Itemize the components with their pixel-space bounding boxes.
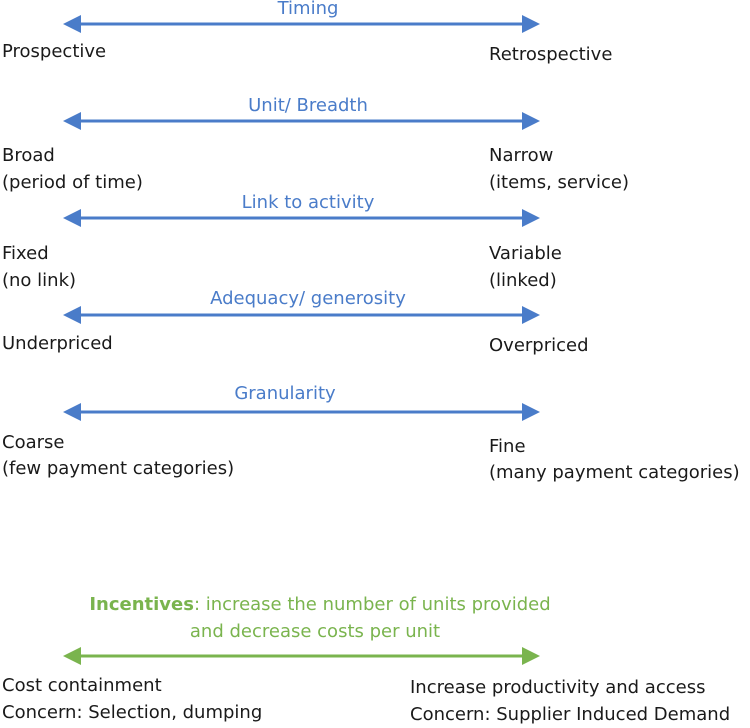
unit-breadth-right-line2: (items, service): [489, 172, 630, 193]
granularity-left-line2: (few payment categories): [2, 458, 235, 479]
link-to-activity-left-line1: Fixed: [2, 243, 49, 264]
link-to-activity-right-line2: (linked): [489, 270, 557, 291]
incentives-left-line1: Cost containment: [2, 675, 162, 696]
incentives-line2: and decrease costs per unit: [189, 621, 441, 642]
granularity-right-line1: Fine: [489, 436, 526, 457]
link-to-activity-title: Link to activity: [241, 192, 375, 213]
unit-breadth-right-line1: Narrow: [489, 145, 554, 166]
incentives-right-line2: Concern: Supplier Induced Demand: [410, 704, 731, 725]
timing-right-label: Retrospective: [489, 44, 613, 65]
unit-breadth-left-line1: Broad: [2, 145, 55, 166]
link-to-activity-right-line1: Variable: [489, 243, 562, 264]
incentives-line1: Incentives: increase the number of units…: [30, 591, 610, 618]
timing-title: Timing: [277, 0, 339, 19]
adequacy-left-label: Underpriced: [2, 333, 113, 354]
granularity-left-line1: Coarse: [2, 432, 65, 453]
granularity-right-line2: (many payment categories): [489, 462, 740, 483]
adequacy-title: Adequacy/ generosity: [210, 288, 406, 309]
incentives-bold-label: Incentives: [89, 594, 194, 615]
adequacy-right-label: Overpriced: [489, 335, 589, 356]
timing-left-label: Prospective: [2, 41, 107, 62]
unit-breadth-left-line2: (period of time): [2, 172, 143, 193]
unit-breadth-title: Unit/ Breadth: [248, 95, 368, 116]
granularity-title: Granularity: [234, 383, 336, 404]
link-to-activity-left-line2: (no link): [2, 270, 77, 291]
incentives-line1-text: : increase the number of units provided: [193, 594, 551, 615]
incentives-left-line2: Concern: Selection, dumping: [2, 702, 263, 723]
incentives-right-line1: Increase productivity and access: [410, 677, 706, 698]
